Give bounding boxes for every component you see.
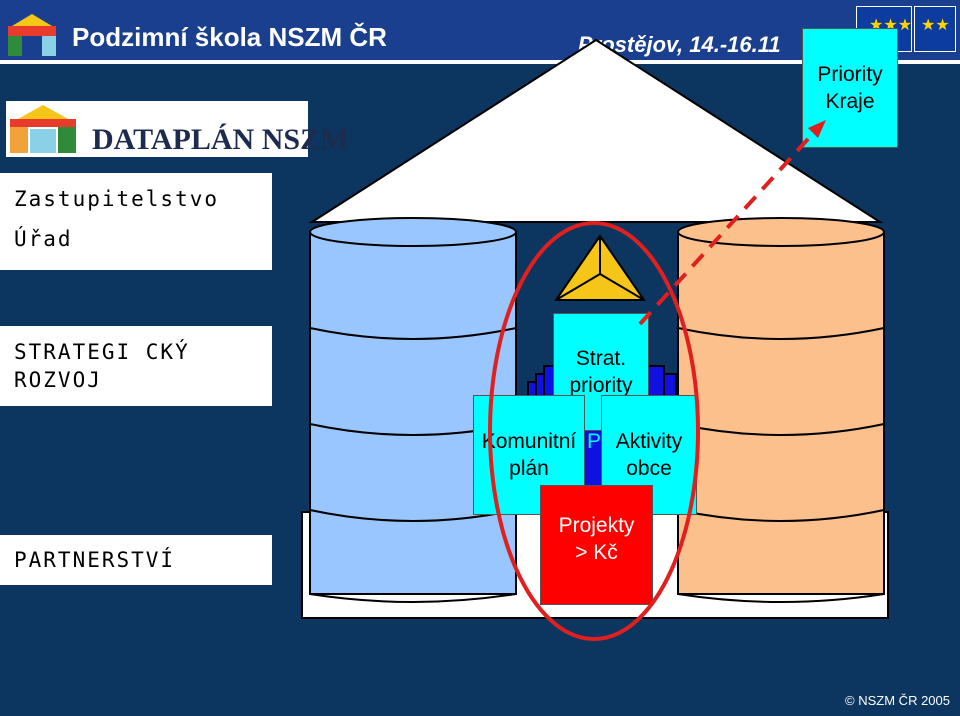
note-hidden-letter: P [587, 430, 602, 453]
note-priority-kraje: Priority Kraje [802, 28, 898, 148]
label-partnerstvi-text: PARTNERSTVÍ [14, 548, 176, 572]
right-pillar-barrel [677, 217, 885, 603]
note-projekty: Projekty > Kč [540, 485, 653, 605]
note-projekty-line2: > Kč [575, 541, 618, 565]
dataplan-logo-text: DATAPLÁN NSZM [92, 123, 349, 156]
copyright-text: © NSZM ČR 2005 [845, 693, 950, 708]
cz-eu-flag-icon: ★★ [914, 6, 956, 52]
label-urad: Úřad [14, 227, 73, 251]
dataplan-logo: DATAPLÁN NSZM [6, 101, 348, 157]
label-strategicky-rozvoj: STRATEGI CKÝ ROZVOJ [0, 326, 272, 406]
label-rozvoj: ROZVOJ [14, 368, 102, 392]
note-kraje-line1: Priority [817, 62, 883, 86]
dataplan-arch-icon [8, 105, 78, 155]
note-strat-line1: Strat. [575, 346, 627, 370]
house-roof [308, 38, 884, 223]
note-komunitni-line1: Komunitní [481, 429, 577, 453]
note-aktivity-line1: Aktivity [615, 429, 683, 453]
pyramid-triangle-icon [554, 234, 646, 301]
banner-logo-icon [8, 14, 56, 56]
label-zastupitelstvo: Zastupitelstvo [14, 187, 220, 211]
label-partnerstvi: PARTNERSTVÍ [0, 535, 272, 585]
note-aktivity-line2: obce [626, 457, 672, 480]
banner-title: Podzimní škola NSZM ČR [72, 22, 387, 52]
note-komunitni-line2: plán [509, 457, 549, 480]
note-projekty-line1: Projekty [558, 514, 635, 537]
label-zastupitelstvo-urad: Zastupitelstvo Úřad [0, 173, 272, 270]
label-strategicky: STRATEGI CKÝ [14, 340, 190, 364]
banner-divider [0, 60, 960, 64]
top-banner: Podzimní škola NSZM ČR Prostějov, 14.-16… [0, 0, 960, 64]
note-kraje-line2: Kraje [825, 90, 875, 113]
